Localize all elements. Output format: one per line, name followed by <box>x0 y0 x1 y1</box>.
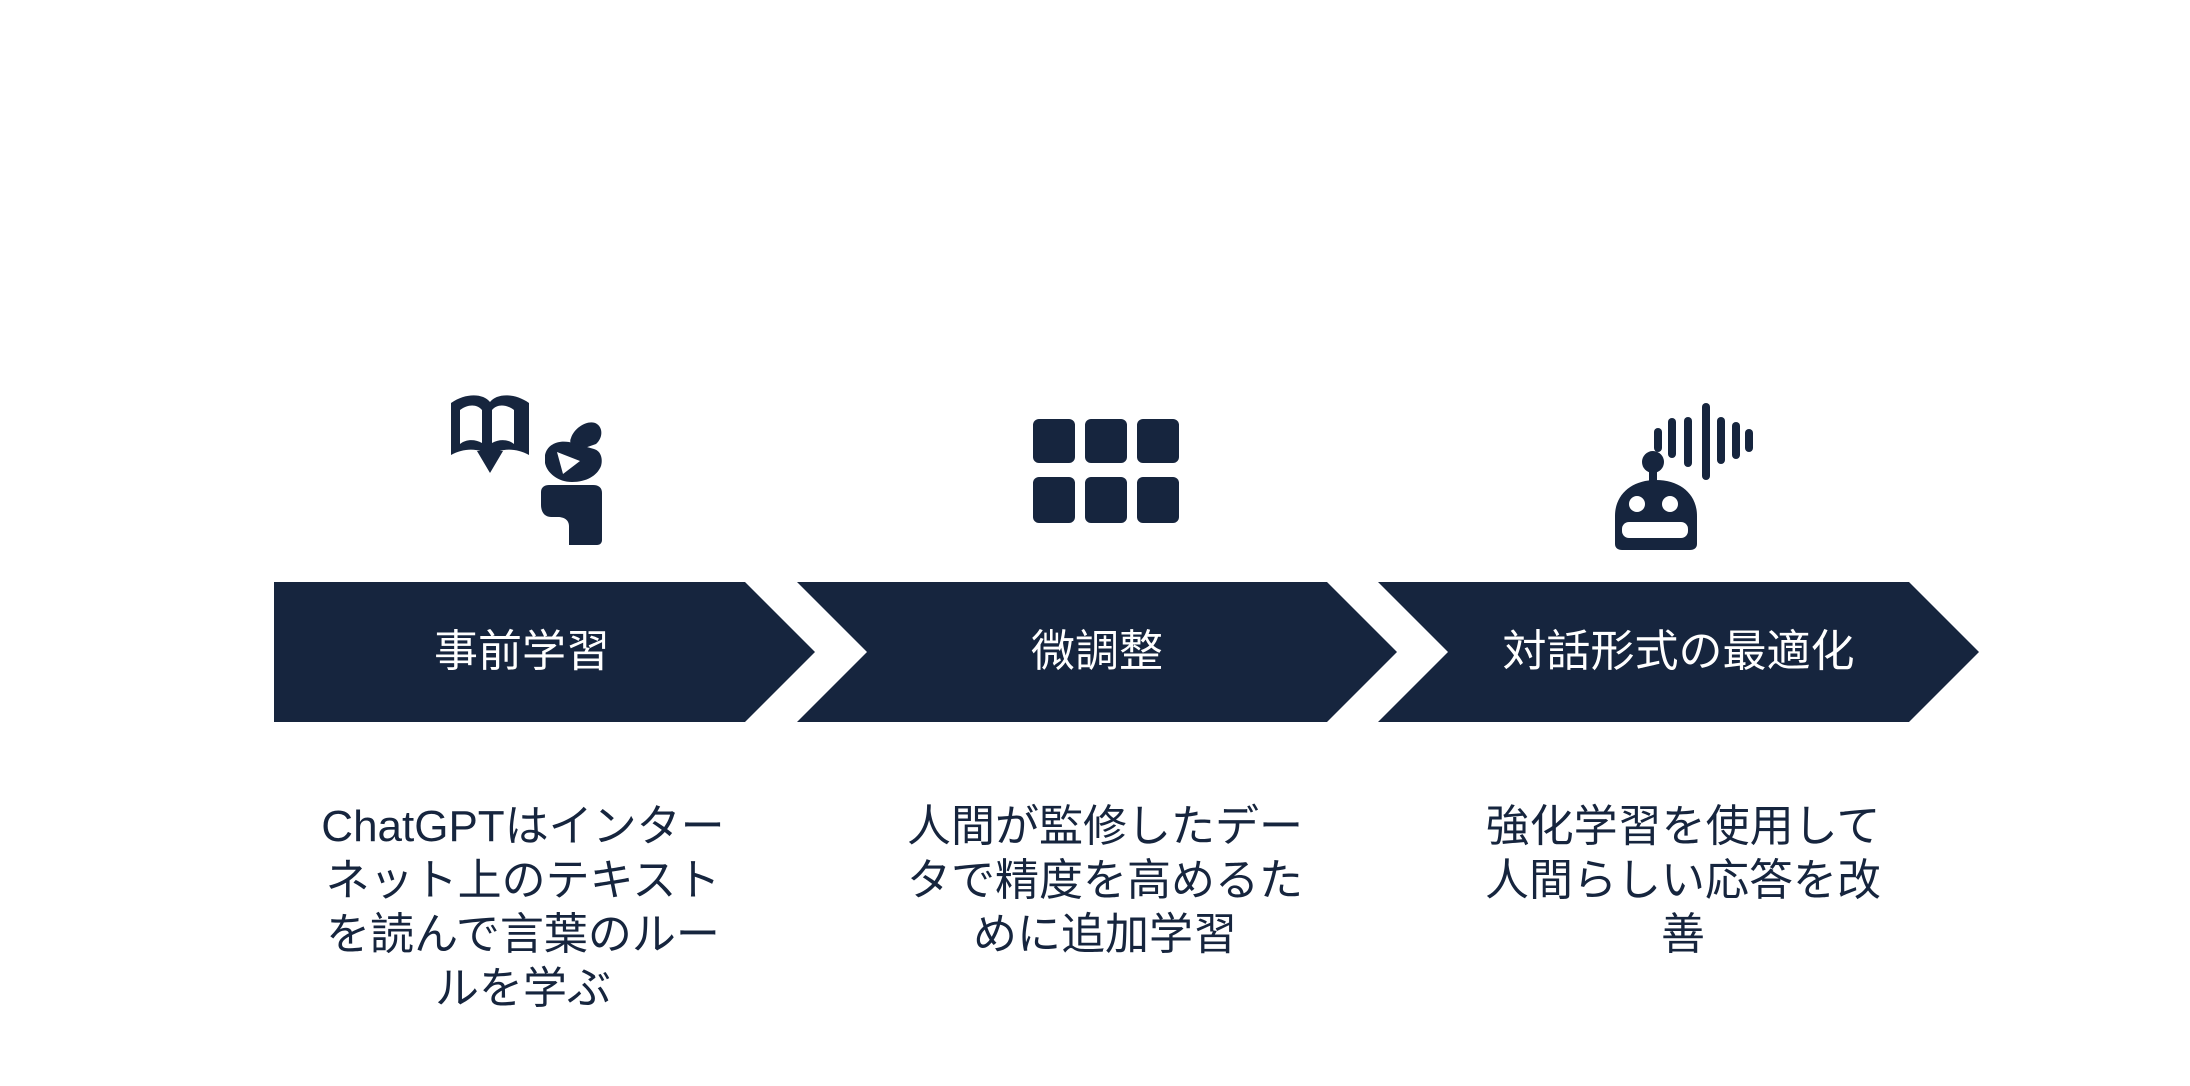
chevron-arrow-step1: 事前学習 <box>274 582 815 722</box>
step-label: 微調整 <box>1031 627 1163 676</box>
step-label: 対話形式の最適化 <box>1502 627 1855 676</box>
step-description: ChatGPTはインター ネット上のテキスト を読んで言葉のルー ルを学ぶ <box>321 802 725 1013</box>
robot-voice-icon <box>1615 403 1753 550</box>
chevron-arrow-step2: 微調整 <box>797 582 1397 722</box>
step-label: 事前学習 <box>434 627 610 676</box>
grid-icon <box>1033 419 1179 523</box>
step-description: 強化学習を使用して 人間らしい応答を改 善 <box>1485 802 1881 959</box>
book-reader-icon <box>451 395 602 545</box>
step-description: 人間が監修したデー タで精度を高めるた めに追加学習 <box>907 802 1303 959</box>
chevron-arrow-step3: 対話形式の最適化 <box>1378 582 1979 722</box>
